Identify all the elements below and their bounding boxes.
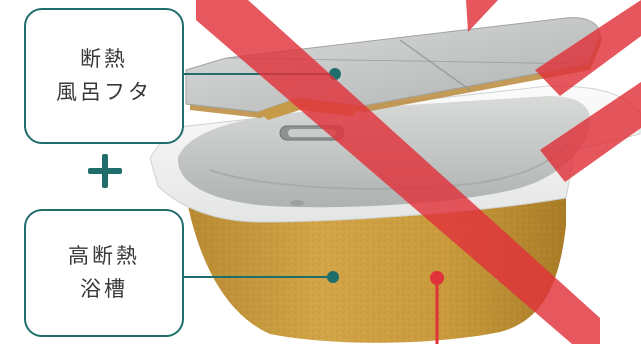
insulated-tub-label: 高断熱 浴槽: [24, 209, 184, 337]
insulated-tub-label-line1: 高断熱: [68, 240, 140, 273]
tub-leader-dot: [327, 271, 339, 283]
overflow-hole: [290, 200, 304, 206]
red-marker-dot: [430, 271, 444, 285]
plus-icon: [85, 151, 125, 191]
insulated-lid-label-line1: 断熱: [80, 43, 128, 76]
insulated-lid-label: 断熱 風呂フタ: [24, 8, 184, 144]
insulated-tub-label-line2: 浴槽: [80, 273, 128, 306]
insulated-lid-label-line2: 風呂フタ: [56, 76, 152, 109]
